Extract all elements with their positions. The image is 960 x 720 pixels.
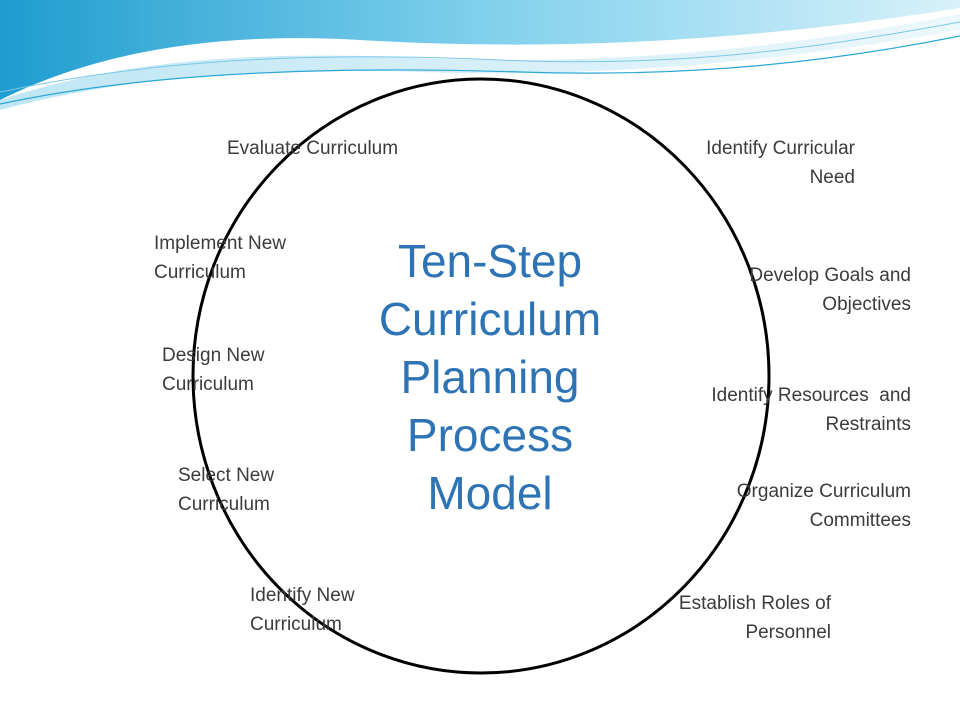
step-develop-goals: Develop Goals and Objectives — [749, 261, 911, 319]
step-label: Develop Goals and — [749, 265, 911, 286]
step-evaluate-curriculum: Evaluate Curriculum — [227, 134, 398, 163]
step-identify-curricular-need: Identify Curricular Need — [706, 134, 855, 192]
step-establish-roles: Establish Roles of Personnel — [679, 589, 831, 647]
step-label: Curriculum — [162, 374, 254, 395]
step-label: Design New — [162, 345, 265, 366]
step-label: Curriculum — [178, 494, 270, 515]
step-label: Restraints — [825, 414, 911, 435]
step-label: Curriculum — [250, 614, 342, 635]
title-line: Planning — [400, 351, 580, 403]
title-line: Model — [427, 467, 553, 519]
step-label: Personnel — [745, 622, 831, 643]
step-label: Select New — [178, 465, 275, 486]
title-line: Curriculum — [378, 293, 602, 345]
step-label: Organize Curriculum — [736, 481, 911, 502]
step-label: Committees — [809, 510, 911, 531]
step-label: Curriculum — [154, 262, 246, 283]
step-organize-committees: Organize Curriculum Committees — [737, 477, 911, 535]
step-identify-resources: Identify Resources and Restraints — [711, 381, 911, 439]
step-implement-new-curriculum: Implement New Curriculum — [154, 229, 286, 287]
step-select-new-curriculum: Select New Curriculum — [178, 461, 274, 519]
step-label: Evaluate Curriculum — [227, 138, 399, 159]
step-label: Need — [809, 167, 855, 188]
step-design-new-curriculum: Design New Curriculum — [162, 341, 264, 399]
title-line: Process — [406, 409, 574, 461]
header-wave-decoration — [0, 0, 960, 110]
step-label: Identify Resources and — [711, 385, 911, 406]
step-identify-new-curriculum: Identify New Curriculum — [250, 581, 355, 639]
step-label: Implement New — [154, 233, 286, 254]
step-label: Identify Curricular — [706, 138, 855, 159]
step-label: Establish Roles of — [678, 593, 831, 614]
step-label: Objectives — [822, 294, 911, 315]
step-label: Identify New — [250, 585, 355, 606]
diagram-title: Ten-Step Curriculum Planning Process Mod… — [340, 232, 640, 522]
title-line: Ten-Step — [397, 235, 583, 287]
